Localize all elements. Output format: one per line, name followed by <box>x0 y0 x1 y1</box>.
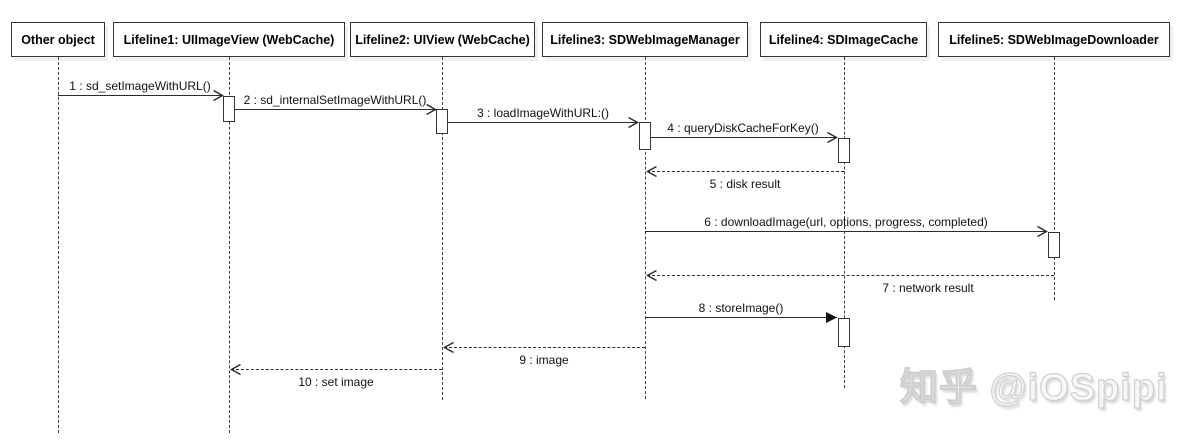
participant-box-l4: Lifeline4: SDImageCache <box>760 22 927 57</box>
message-label-1: 1 : sd_setImageWithURL() <box>69 79 211 93</box>
message-arrowhead-7 <box>646 269 659 282</box>
message-arrowhead-3 <box>626 116 639 129</box>
participant-label-l1: Lifeline1: UIImageView (WebCache) <box>123 32 335 47</box>
message-arrowhead-8 <box>825 311 838 324</box>
message-line-5 <box>647 171 844 172</box>
message-arrowhead-9 <box>443 341 456 354</box>
activation-l5-4 <box>1048 232 1060 258</box>
participant-box-l3: Lifeline3: SDWebImageManager <box>542 22 748 57</box>
message-label-5: 5 : disk result <box>709 177 781 191</box>
activation-l2-1 <box>436 109 448 134</box>
zhihu-watermark: 知乎 @iOSpipi <box>899 366 1168 409</box>
lifeline-l1 <box>228 57 230 433</box>
activation-l4-3 <box>838 138 850 163</box>
participant-box-other: Other object <box>11 22 105 57</box>
participant-label-l4: Lifeline4: SDImageCache <box>768 32 919 47</box>
message-line-10 <box>231 369 442 370</box>
message-arrowhead-1 <box>211 89 224 102</box>
activation-l4-5 <box>838 318 850 347</box>
message-arrowhead-10 <box>230 363 243 376</box>
participant-label-l2: Lifeline2: UIView (WebCache) <box>355 32 530 47</box>
activation-l3-2 <box>639 122 651 150</box>
message-label-8: 8 : storeImage() <box>698 301 784 315</box>
participant-label-other: Other object <box>21 32 95 47</box>
message-line-2 <box>235 109 436 110</box>
message-line-8 <box>645 317 837 318</box>
message-line-7 <box>647 275 1054 276</box>
lifeline-other <box>57 57 59 433</box>
lifeline-l3 <box>644 57 646 399</box>
message-arrowhead-4 <box>825 131 838 144</box>
message-label-6: 6 : downloadImage(url, options, progress… <box>704 215 988 229</box>
message-line-1 <box>58 95 223 96</box>
lifeline-l5 <box>1053 57 1055 300</box>
message-arrowhead-2 <box>424 103 437 116</box>
message-line-3 <box>448 122 638 123</box>
participant-label-l3: Lifeline3: SDWebImageManager <box>550 32 740 47</box>
message-arrowhead-6 <box>1035 225 1048 238</box>
participant-label-l5: Lifeline5: SDWebImageDownloader <box>949 32 1159 47</box>
lifeline-l2 <box>441 57 443 400</box>
message-label-9: 9 : image <box>519 353 569 367</box>
message-line-9 <box>444 347 645 348</box>
message-arrowhead-5 <box>646 165 659 178</box>
participant-box-l1: Lifeline1: UIImageView (WebCache) <box>113 22 345 57</box>
message-label-10: 10 : set image <box>298 375 374 389</box>
message-label-2: 2 : sd_internalSetImageWithURL() <box>243 93 427 107</box>
message-label-4: 4 : queryDiskCacheForKey() <box>667 121 819 135</box>
message-line-6 <box>645 231 1047 232</box>
participant-box-l5: Lifeline5: SDWebImageDownloader <box>938 22 1170 57</box>
activation-l1-0 <box>223 96 235 122</box>
lifeline-l4 <box>843 57 845 388</box>
participant-box-l2: Lifeline2: UIView (WebCache) <box>350 22 535 57</box>
message-label-3: 3 : loadImageWithURL:() <box>476 106 610 120</box>
message-label-7: 7 : network result <box>882 281 974 295</box>
message-line-4 <box>650 137 837 138</box>
